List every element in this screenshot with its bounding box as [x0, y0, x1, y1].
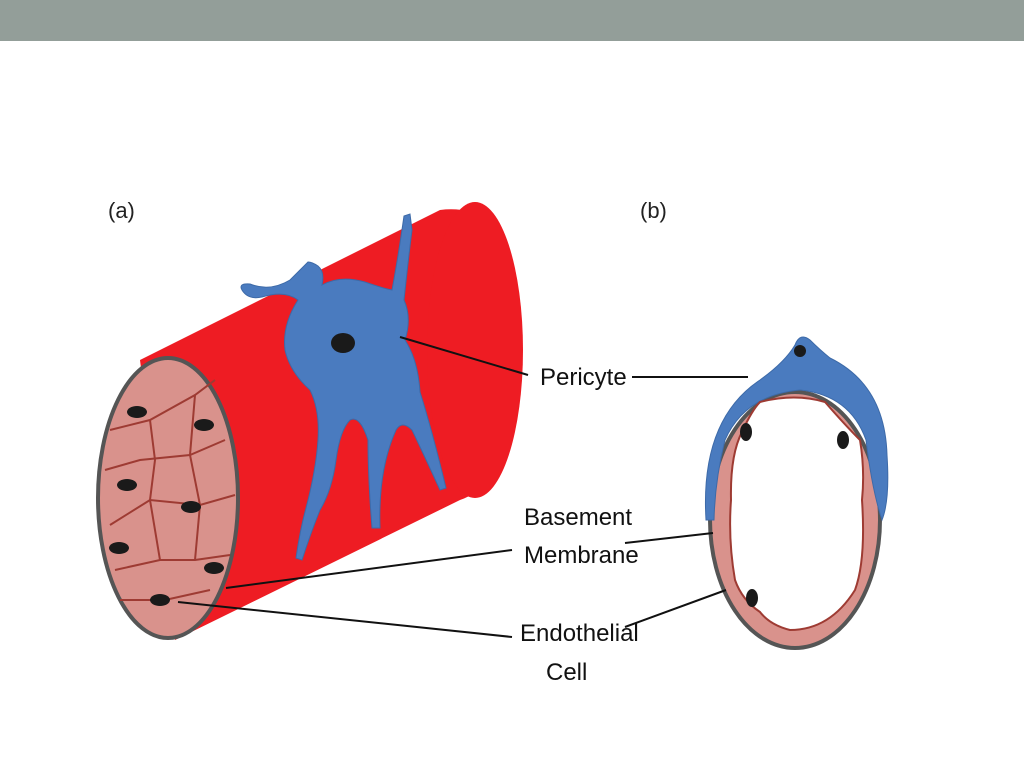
endothelial-nucleus: [150, 594, 170, 606]
slide-header-bar: [0, 0, 1024, 41]
endothelial-nucleus: [117, 479, 137, 491]
endothelial-nucleus: [740, 423, 752, 441]
endothelial-nucleus: [181, 501, 201, 513]
panel-label-b: (b): [640, 198, 667, 223]
leader-pericyte-a: [399, 336, 529, 376]
vessel-cross-section-end: [96, 356, 240, 640]
endothelial-nucleus: [837, 431, 849, 449]
leader-basement-b: [624, 532, 714, 544]
vessel-far-end: [427, 202, 523, 498]
vessel-cross-section: [704, 336, 889, 650]
pericyte-nucleus-b: [794, 345, 806, 357]
panel-label-a: (a): [108, 198, 135, 223]
leader-basement-a: [225, 549, 513, 589]
leader-endothelial-a: [177, 601, 513, 638]
endothelial-nucleus: [109, 542, 129, 554]
endothelial-nucleus: [204, 562, 224, 574]
label-endothelial-cell-line2: Cell: [546, 659, 587, 686]
pericyte-body: [240, 213, 447, 561]
leader-lines: [177, 336, 748, 638]
pericyte-nucleus: [331, 333, 355, 353]
leader-endothelial-b: [624, 589, 727, 628]
endothelial-nucleus: [194, 419, 214, 431]
label-endothelial-cell-line1: Endothelial: [520, 620, 639, 647]
endothelial-cell-borders: [104, 379, 236, 601]
vessel-lumen: [729, 396, 865, 632]
endothelial-lining: [96, 356, 240, 640]
label-pericyte: Pericyte: [540, 364, 627, 391]
endothelial-nucleus: [127, 406, 147, 418]
label-basement-membrane-line1: Basement: [524, 504, 632, 531]
label-basement-membrane-line2: Membrane: [524, 542, 639, 569]
pericyte-cell: [240, 213, 447, 561]
endothelial-nucleus: [746, 589, 758, 607]
